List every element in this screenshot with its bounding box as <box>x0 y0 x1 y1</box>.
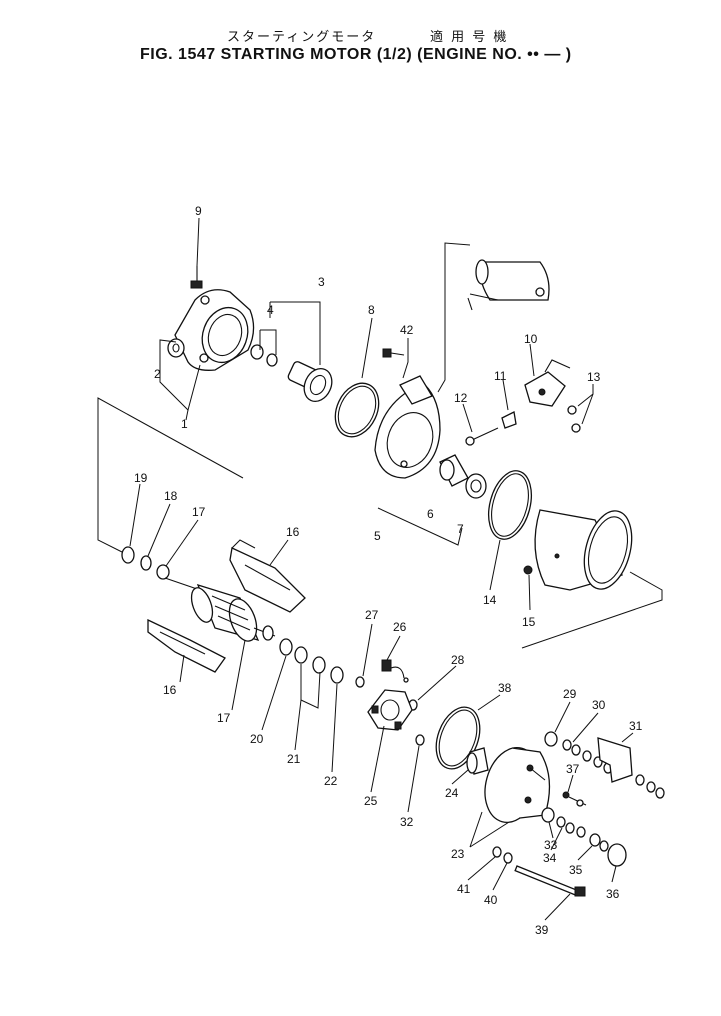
callout-29: 28 <box>451 653 465 667</box>
part-bolt-38 <box>562 791 587 807</box>
callout-4: 4 <box>267 303 274 317</box>
japanese-applicable-label: 適 用 号 機 <box>430 30 509 45</box>
callout-42: 41 <box>457 882 471 896</box>
part-brush-27 <box>381 659 409 683</box>
callout-14: 14 <box>483 593 497 607</box>
part-cap-37 <box>607 843 627 867</box>
assembly-brackets <box>97 242 663 848</box>
callout-10: 10 <box>524 332 538 346</box>
callout-26: 25 <box>364 794 378 808</box>
part-brush-holder-26 <box>367 689 413 731</box>
page-header: スターティングモータ 適 用 号 機 FIG. 1547 STARTING MO… <box>0 0 721 70</box>
callout-25: 24 <box>445 786 459 800</box>
callout-27: 26 <box>393 620 407 634</box>
callout-34: 33 <box>544 838 558 852</box>
callout-13: 13 <box>587 370 601 384</box>
part-collars <box>250 344 278 367</box>
part-washer-11 <box>501 411 517 429</box>
part-washer-33 <box>415 734 425 746</box>
callout-36: 35 <box>569 863 583 877</box>
part-bushing-18 <box>156 564 170 580</box>
callout-17: 17 <box>217 711 231 725</box>
callout-16-upper: 16 <box>286 525 300 539</box>
callout-35: 34 <box>543 851 557 865</box>
callout-20: 19 <box>134 471 148 485</box>
part-bolt-43 <box>382 348 405 358</box>
callout-3: 3 <box>318 275 325 289</box>
part-washer-23 <box>330 666 344 684</box>
callout-1: 1 <box>181 417 188 431</box>
callout-40: 39 <box>535 923 549 937</box>
callout-6: 6 <box>427 507 434 521</box>
part-washer-28 <box>355 676 365 688</box>
part-field-coil-upper <box>229 539 306 613</box>
part-rear-cover <box>484 747 551 823</box>
callout-38: 37 <box>566 762 580 776</box>
part-insulator-34 <box>541 807 555 823</box>
callout-7: 7 <box>457 522 464 536</box>
part-connector-32 <box>597 737 665 799</box>
callout-5: 5 <box>374 529 381 543</box>
part-terminal-10 <box>524 359 571 407</box>
callout-11: 11 <box>494 369 507 383</box>
callout-18: 17 <box>192 505 206 519</box>
part-nuts-13 <box>567 405 581 433</box>
callout-9: 9 <box>195 204 202 218</box>
callout-labels: 9 2 1 3 4 8 42 10 11 13 12 5 6 7 14 15 1… <box>134 204 643 937</box>
part-solenoid-assembly <box>467 259 550 311</box>
part-washer-42 <box>492 846 502 858</box>
callout-24: 23 <box>451 847 465 861</box>
callout-32: 31 <box>629 719 643 733</box>
part-bushing <box>167 338 185 358</box>
part-armature <box>164 577 276 642</box>
part-front-housing <box>374 375 441 479</box>
part-bolt-12 <box>465 427 499 446</box>
callout-23: 22 <box>324 774 338 788</box>
callout-21: 20 <box>250 732 264 746</box>
callout-33: 32 <box>400 815 414 829</box>
part-washer-19 <box>140 555 152 571</box>
part-washers-22 <box>294 646 326 674</box>
callout-19: 18 <box>164 489 178 503</box>
part-washer-21 <box>279 638 293 656</box>
callout-39: 38 <box>498 681 512 695</box>
callout-30: 29 <box>563 687 577 701</box>
part-through-bolt-40 <box>514 865 586 897</box>
figure-title: FIG. 1547 STARTING MOTOR (1/2) (ENGINE N… <box>140 46 572 63</box>
part-washers-35 <box>556 816 586 838</box>
callout-43: 42 <box>400 323 414 337</box>
part-bearing-25 <box>466 747 489 775</box>
part-field-coil-lower <box>147 618 226 673</box>
callout-2: 2 <box>154 367 161 381</box>
part-drive-housing <box>174 289 255 371</box>
part-washer-41 <box>503 852 513 864</box>
part-washer-20 <box>121 546 135 564</box>
callout-31: 30 <box>592 698 606 712</box>
part-insulator-30 <box>544 731 558 747</box>
part-roller-7 <box>465 473 487 499</box>
part-yoke <box>534 509 633 591</box>
callout-37: 36 <box>606 887 620 901</box>
part-o-ring-39 <box>435 706 481 770</box>
callout-28: 27 <box>365 608 379 622</box>
part-bolt-9 <box>190 266 203 289</box>
part-pinion-clutch <box>287 361 333 403</box>
part-o-ring-8 <box>334 382 380 438</box>
part-screw-15 <box>523 565 533 575</box>
part-bearing-6 <box>439 454 469 487</box>
part-o-ring-14 <box>488 470 532 540</box>
part-nut-36 <box>589 833 609 852</box>
callout-16-lower: 16 <box>163 683 177 697</box>
callout-15: 15 <box>522 615 536 629</box>
japanese-title: スターティングモータ <box>227 30 377 45</box>
callout-12: 12 <box>454 391 468 405</box>
leader-lines <box>129 217 634 921</box>
callout-41: 40 <box>484 893 498 907</box>
callout-22: 21 <box>287 752 301 766</box>
callout-8: 8 <box>368 303 375 317</box>
